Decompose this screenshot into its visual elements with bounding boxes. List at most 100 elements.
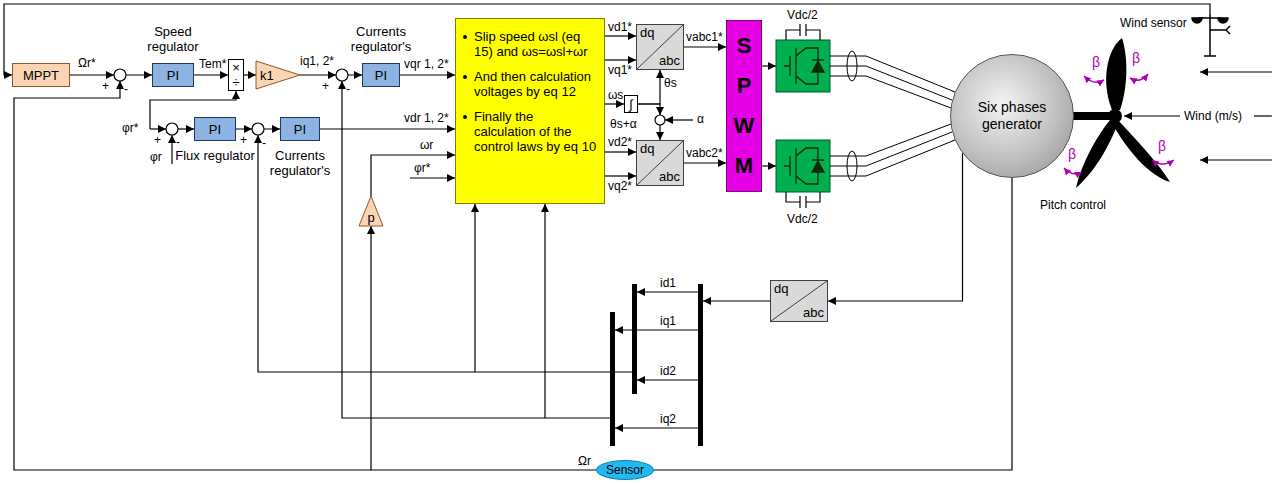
signal-label: ωr <box>420 138 433 152</box>
wind-arrows <box>1124 72 1272 160</box>
signal-label: vq2* <box>608 179 632 193</box>
generator-circle: Six phases generator <box>950 54 1074 178</box>
signal-label: iq1 <box>660 314 676 328</box>
mppt-block: MPPT <box>12 63 70 87</box>
pitch-angle: β <box>1092 54 1100 70</box>
node-text: p <box>367 210 374 225</box>
signal-connector <box>320 128 455 129</box>
triangle-outline <box>256 61 300 89</box>
node-text: MPPT <box>23 68 59 83</box>
signal-label: iq1, 2* <box>300 54 334 68</box>
signal-label: φr <box>150 150 162 164</box>
signal-label: Ωr* <box>78 56 96 70</box>
pi-regulator: PICurrents regulator's <box>362 63 400 87</box>
pitch-angle: β <box>1068 146 1076 162</box>
signal-connector <box>605 175 636 176</box>
signal-label: Ωr <box>578 454 591 468</box>
node-heading: Speed regulator <box>133 24 213 54</box>
signal-label: ωs <box>608 88 623 102</box>
signal-connector <box>244 74 256 75</box>
dc-capacitor <box>786 24 820 208</box>
node-body: ∫ <box>629 97 633 112</box>
node-body: PI <box>167 68 179 83</box>
signal-label: iq2 <box>660 412 676 426</box>
node-heading: Currents regulator's <box>341 24 421 54</box>
signal-connector <box>605 151 636 152</box>
sign-label: + <box>154 133 161 147</box>
node-text: PI <box>375 68 387 83</box>
signal-label: vq1* <box>608 63 632 77</box>
signal-label: id1 <box>660 276 676 290</box>
node-body: PI <box>209 122 221 137</box>
signal-connector <box>684 162 726 163</box>
wind-turbine <box>1072 38 1170 188</box>
node-body: Slip speed ωsl (eq 15) and ωs=ωsl+ωrAnd … <box>456 19 604 170</box>
pi-regulator: PIFlux regulator <box>194 117 236 141</box>
signal-label: vqr 1, 2* <box>404 57 449 71</box>
signal-label: vabc1* <box>686 30 723 44</box>
node-text: k1 <box>260 68 274 83</box>
part-label: Pitch control <box>1040 198 1106 212</box>
node-text: abc <box>659 170 680 184</box>
node-body: p <box>367 210 374 226</box>
sign-label: - <box>346 82 350 96</box>
pi-regulator: PISpeed regulator <box>152 63 194 87</box>
sign-label: - <box>176 135 180 149</box>
node-text: dq <box>774 282 788 296</box>
node-text: dq <box>640 142 654 156</box>
speed-sensor: Sensor <box>596 460 654 480</box>
node-text: PI <box>209 122 221 137</box>
pitch-angle: β <box>1132 50 1140 66</box>
node-text: Finally the calculation of the control l… <box>474 109 598 154</box>
signal-connector <box>605 35 636 36</box>
signal-connector <box>638 70 660 104</box>
part-label: Wind (m/s) <box>1184 109 1242 123</box>
voltage-label: Vdc/2 <box>787 212 818 226</box>
node-text: ∫ <box>629 97 633 112</box>
diagonal-line <box>637 141 683 185</box>
inverter <box>776 140 830 192</box>
signal-connector <box>371 155 455 196</box>
node-text: PI <box>167 68 179 83</box>
signal-connector <box>654 178 1012 470</box>
wind-sensor-icon <box>1192 14 1230 56</box>
signal-label: vd1* <box>608 20 632 34</box>
sign-label: + <box>102 79 109 93</box>
signal-label: vabc2* <box>686 146 723 160</box>
node-body: ×÷ <box>232 60 240 90</box>
voltage-label: Vdc/2 <box>787 8 818 22</box>
signal-connector <box>371 226 596 470</box>
signal-wires <box>4 4 1210 470</box>
signal-label: φr* <box>122 121 138 135</box>
signal-label: θs+α <box>610 117 637 131</box>
signal-label: α <box>697 112 704 126</box>
signal-label: Tem* <box>199 57 226 71</box>
node-text: And then calculation voltages by eq 12 <box>474 69 598 99</box>
pitch-arrows <box>1064 74 1174 174</box>
dq-abc-transform: dqabc <box>770 280 828 322</box>
node-body: PI <box>294 122 306 137</box>
sign-label: + <box>240 133 247 147</box>
signal-connector <box>605 59 636 60</box>
part-label: Wind sensor <box>1120 16 1187 30</box>
multiply-divide-block: ×÷ <box>228 59 244 91</box>
inverter <box>776 40 830 92</box>
spwm-block: S P W M <box>726 20 762 192</box>
node-body: Sensor <box>606 463 644 477</box>
diagonal-line <box>637 25 683 69</box>
sign-label: - <box>262 136 266 150</box>
node-text: Sensor <box>606 463 644 477</box>
node-heading: Flux regulator <box>175 148 255 163</box>
gain-triangle: k1 <box>256 61 300 89</box>
node-body: MPPT <box>23 68 59 83</box>
signal-label: φr* <box>414 161 430 175</box>
signal-label: id2 <box>660 364 676 378</box>
sign-label: - <box>124 82 128 96</box>
node-text: PI <box>294 122 306 137</box>
sign-label: + <box>322 79 329 93</box>
node-text: Six phases generator <box>966 99 1058 133</box>
node-body: Six phases generator <box>966 99 1058 133</box>
node-text: Slip speed ωsl (eq 15) and ωs=ωsl+ωr <box>474 29 598 59</box>
gain-triangle: p <box>359 196 383 226</box>
node-text: ÷ <box>232 75 239 90</box>
